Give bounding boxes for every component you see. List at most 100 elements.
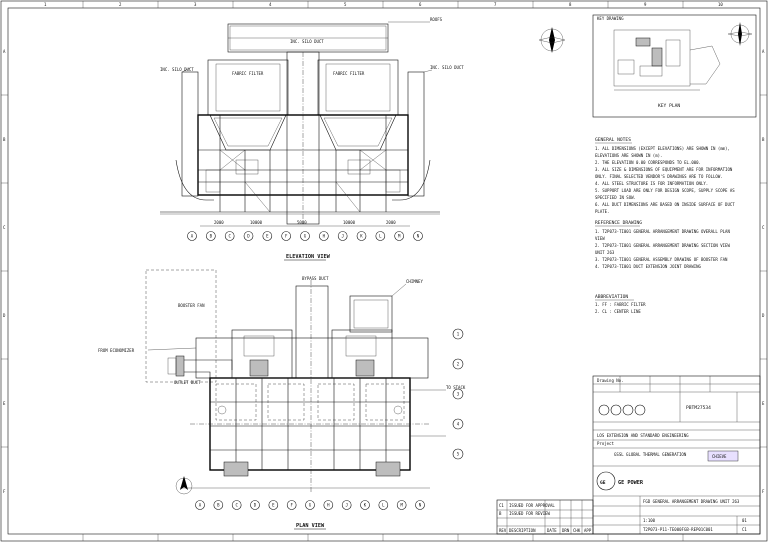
elev-label-top-right: ROOFS — [430, 17, 443, 22]
elevation-view: INC. SILO DUCT ROOFS FABRIC FILTER FABRI… — [160, 17, 464, 261]
svg-text:N: N — [417, 234, 420, 239]
svg-text:E: E — [266, 234, 269, 239]
svg-text:2: 2 — [457, 362, 460, 367]
plan-grid-bubble-bottom: A — [195, 500, 205, 510]
elev-grid-bubble: J — [337, 231, 348, 241]
revision-cell: B — [499, 511, 502, 516]
reference-note-2: VIEW — [595, 236, 605, 241]
client-logo-icon — [598, 404, 646, 416]
svg-text:H: H — [323, 234, 326, 239]
drawing-number: PBTM27534 — [686, 405, 711, 411]
general-note-1: 1. ALL DIMENSIONS (EXCEPT ELEVATIONS) AR… — [595, 146, 730, 151]
svg-text:G: G — [304, 234, 307, 239]
svg-text:M: M — [398, 234, 401, 239]
contractor-logo-text: CHIEVE — [712, 454, 727, 459]
revision-header: DESCRIPTION — [509, 528, 536, 533]
border-row-d-right: D — [762, 313, 765, 318]
reference-note-3: 2. T2P073-TI001 GENERAL ARRANGEMENT DRAW… — [595, 243, 730, 248]
contractor-line: LOS EXTENSION AND STANDARD ENGINEERING — [597, 433, 689, 438]
elev-dim-3: 5000 — [297, 220, 307, 225]
elev-grid-bubble: M — [394, 231, 404, 241]
key-plan-title: KEY PLAN — [658, 103, 680, 109]
revision-cell: C1 — [499, 503, 504, 508]
svg-text:G: G — [309, 503, 312, 508]
key-drawing-header: KEY DRAWING — [597, 16, 624, 21]
general-note-8: SPECIFIED IN SOW. — [595, 195, 636, 200]
plan-grid-bubble-bottom: E — [268, 500, 279, 510]
elev-grid-bubble: K — [356, 231, 367, 241]
plan-label-left-mid: FROM ECONOMIZER — [98, 348, 135, 353]
border-row-a-right: A — [762, 49, 765, 54]
plan-grid-bubble-right: 4 — [452, 418, 464, 430]
border-row-f-right: F — [762, 489, 765, 494]
compass-rose-icon — [727, 22, 753, 46]
project-name: GSSL GLOBAL THERMAL GENERATION — [614, 452, 687, 457]
plan-grid-bubble-bottom: H — [323, 500, 334, 510]
plan-grid-bubble-bottom: L — [378, 500, 389, 510]
project-label: Project — [597, 441, 614, 446]
elev-label-filter-right: FABRIC FILTER — [333, 71, 365, 76]
elev-grid-bubble: F — [281, 231, 291, 241]
elev-dim-5: 2000 — [386, 220, 396, 225]
sheet-value: 01 — [742, 518, 747, 523]
border-col-9: 9 — [644, 2, 647, 7]
title-block: PBTM27534 LOS EXTENSION AND STANDARD ENG… — [592, 375, 761, 535]
reference-note-5: 3. T2P073-TI001 GENERAL ASSEMBLY DRAWING… — [595, 257, 728, 262]
border-col-1: 1 — [44, 2, 47, 7]
plan-grid-bubble-right: 3 — [452, 388, 464, 400]
svg-text:A: A — [191, 234, 194, 239]
plan-grid-bubble-bottom: B — [213, 500, 224, 510]
plan-grid-bubble-bottom: K — [360, 500, 370, 510]
svg-text:B: B — [217, 503, 220, 508]
svg-text:1: 1 — [457, 332, 460, 337]
reference-note-4: UNIT 263 — [595, 250, 615, 255]
svg-text:L: L — [382, 503, 385, 508]
border-col-7: 7 — [494, 2, 497, 7]
ge-logo-icon: GE — [596, 471, 616, 491]
revision-header: APP — [584, 528, 592, 533]
plan-label-left-top: BOOSTER FAN — [178, 303, 205, 308]
general-note-5: ONLY. FINAL SELECTED VENDOR'S DRAWINGS A… — [595, 174, 723, 179]
elev-grid-bubble: L — [375, 231, 386, 241]
svg-text:C: C — [228, 234, 231, 239]
north-arrow-icon — [175, 476, 193, 495]
svg-text:J: J — [341, 234, 343, 239]
plan-label-top-right: CHIMNEY — [406, 279, 423, 284]
elev-grid-bubble: C — [224, 231, 235, 241]
general-note-9: 6. ALL DUCT DIMENSIONS ARE BASED ON INSI… — [595, 202, 735, 207]
border-row-b: B — [3, 137, 6, 142]
reference-note-6: 4. T2P073-TI001 DUCT EXTENSION JOINT DRA… — [595, 264, 702, 269]
svg-text:M: M — [400, 503, 403, 508]
revision-cell: ISSUED FOR APPROVAL — [509, 503, 555, 508]
elev-grid-bubble: E — [262, 231, 273, 241]
elev-grid-bubble: A — [187, 231, 197, 241]
revision-cell: ISSUED FOR REVIEW — [509, 511, 551, 516]
plan-grid-bubble-bottom: N — [415, 500, 425, 510]
elev-dim-4: 10000 — [343, 220, 356, 225]
plan-grid-bubble-right: 2 — [452, 358, 464, 370]
plan-label-top-center: BYPASS DUCT — [302, 276, 329, 281]
plan-grid-bubble-bottom: J — [341, 500, 352, 510]
svg-text:E: E — [272, 503, 275, 508]
plan-grid-bubble-bottom: D — [250, 500, 260, 510]
drawing-title: FGD GENERAL ARRANGEMENT DRAWING UNIT 263 — [643, 499, 740, 504]
svg-text:C: C — [235, 503, 238, 508]
reference-notes-list: 1. T2P073-TI001 GENERAL ARRANGEMENT DRAW… — [595, 229, 730, 269]
elev-grid-bubble: H — [319, 231, 329, 241]
svg-text:3: 3 — [457, 392, 460, 397]
general-note-3: 2. THE ELEVATION 0.00 CORRESPONDS TO EL.… — [595, 160, 701, 165]
border-row-e: E — [3, 401, 6, 406]
border-row-e-right: E — [762, 401, 765, 406]
elev-grid-bubble: B — [206, 231, 216, 241]
revision-header: CHK — [573, 528, 581, 533]
svg-text:D: D — [247, 234, 250, 239]
border-row-d: D — [3, 313, 6, 318]
revision-header: REV — [499, 528, 507, 533]
abbreviation-2: 2. CL : CENTER LINE — [595, 309, 641, 314]
